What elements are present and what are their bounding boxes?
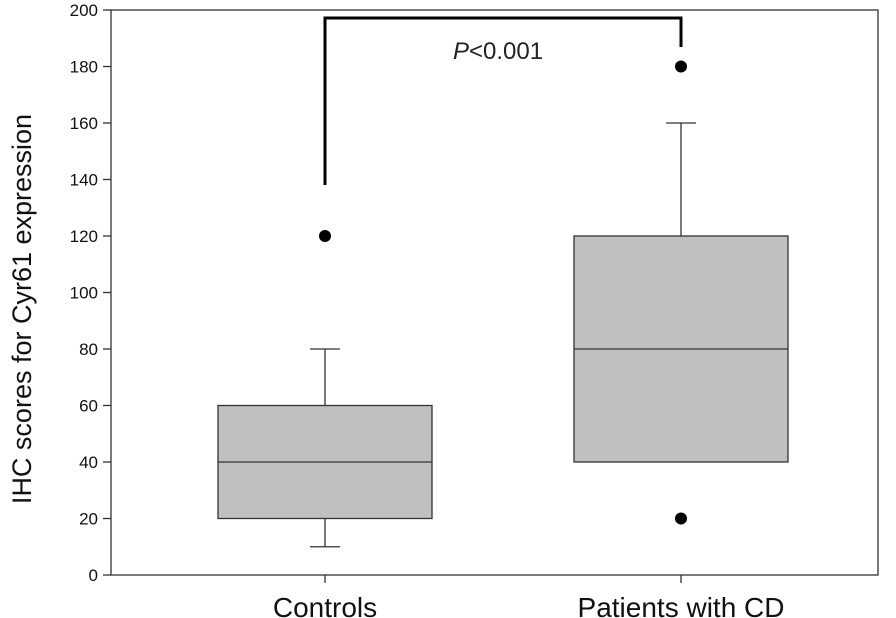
y-tick-label: 60 [79, 397, 98, 416]
outlier-point [675, 60, 687, 73]
y-tick-label: 180 [70, 58, 98, 77]
outlier-point [319, 230, 331, 242]
y-tick-label: 160 [70, 114, 98, 133]
y-tick-label: 200 [70, 1, 98, 20]
significance-bracket [323, 16, 683, 185]
y-tick-label: 40 [79, 453, 98, 472]
y-tick-label: 0 [89, 566, 98, 585]
x-tick-label: Controls [273, 592, 377, 618]
y-tick-label: 80 [79, 340, 98, 359]
y-tick-label: 140 [70, 171, 98, 190]
y-tick-label: 20 [79, 510, 98, 529]
significance-label: P<0.001 [453, 38, 543, 65]
outlier-point [675, 512, 687, 525]
y-axis-title: IHC scores for Cyr61 expression [7, 114, 37, 504]
x-tick-label: Patients with CD [578, 592, 785, 618]
y-tick-label: 120 [70, 227, 98, 246]
y-tick-label: 100 [70, 284, 98, 303]
significance-label-value: <0.001 [469, 38, 543, 65]
significance-label-p: P [453, 38, 469, 65]
